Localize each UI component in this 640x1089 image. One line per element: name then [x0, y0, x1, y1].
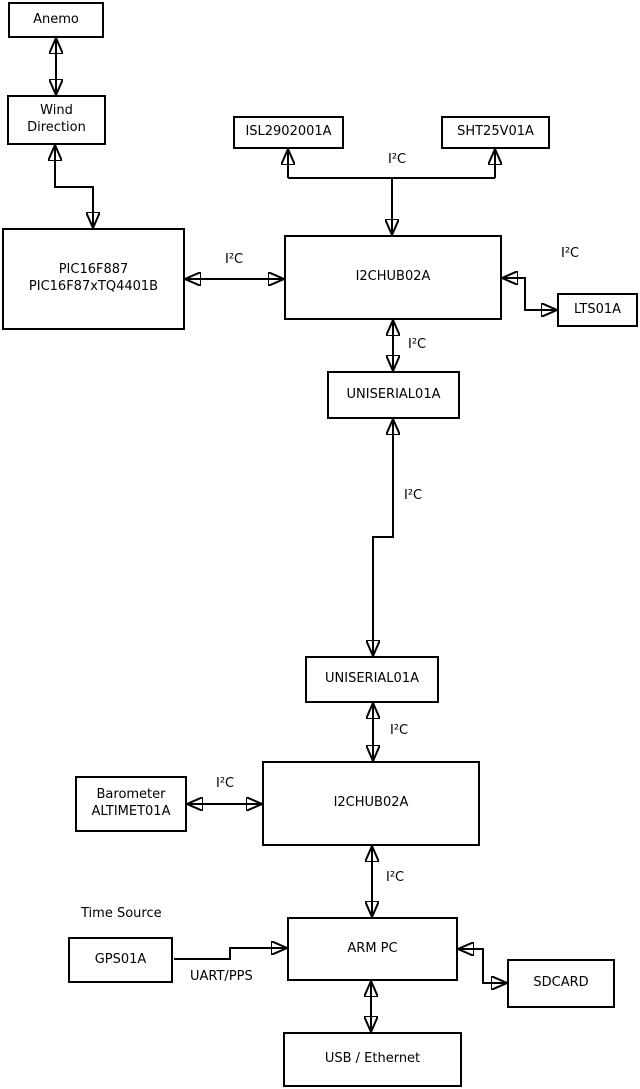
node-i2chub02a-bottom: I2CHUB02A [262, 761, 480, 846]
node-sdcard: SDCARD [507, 959, 615, 1008]
label-i2c-hub-lts: I²C [561, 246, 580, 261]
node-i2chub02a-top: I2CHUB02A [284, 235, 502, 320]
node-gps01a: GPS01A [68, 937, 173, 983]
node-anemo: Anemo [8, 2, 104, 38]
node-usb-ethernet: USB / Ethernet [283, 1032, 462, 1087]
node-lts01a: LTS01A [557, 293, 638, 327]
label-i2c-baro-hub2: I²C [216, 776, 235, 791]
node-pic16f887: PIC16F887 PIC16F87xTQ4401B [2, 228, 185, 330]
edge-i2chub-top-lts [503, 278, 556, 310]
node-uniserial01a-top: UNISERIAL01A [327, 371, 460, 419]
node-uniserial01a-bottom: UNISERIAL01A [305, 656, 439, 703]
label-i2c-sensor-bus: I²C [388, 152, 407, 167]
edge-wind-direction-pic [55, 146, 93, 227]
node-sht25v01a: SHT25V01A [441, 116, 550, 149]
label-i2c-uniserial-hub2: I²C [390, 723, 409, 738]
label-uart-pps: UART/PPS [190, 969, 253, 984]
label-i2c-pic-hub: I²C [225, 252, 244, 267]
edge-uniserial-top-uniserial-bottom [373, 420, 393, 655]
node-wind-direction: Wind Direction [7, 95, 106, 145]
node-barometer-altimet01a: Barometer ALTIMET01A [75, 776, 187, 832]
label-i2c-uniserial-link: I²C [404, 488, 423, 503]
edge-gps-armpc [174, 948, 286, 960]
label-i2c-hub2-arm: I²C [386, 870, 405, 885]
label-time-source: Time Source [81, 906, 162, 921]
edge-armpc-sdcard [459, 949, 506, 983]
node-arm-pc: ARM PC [287, 917, 458, 981]
node-isl2902001a: ISL2902001A [233, 116, 344, 149]
label-i2c-hub-uniserial: I²C [408, 337, 427, 352]
